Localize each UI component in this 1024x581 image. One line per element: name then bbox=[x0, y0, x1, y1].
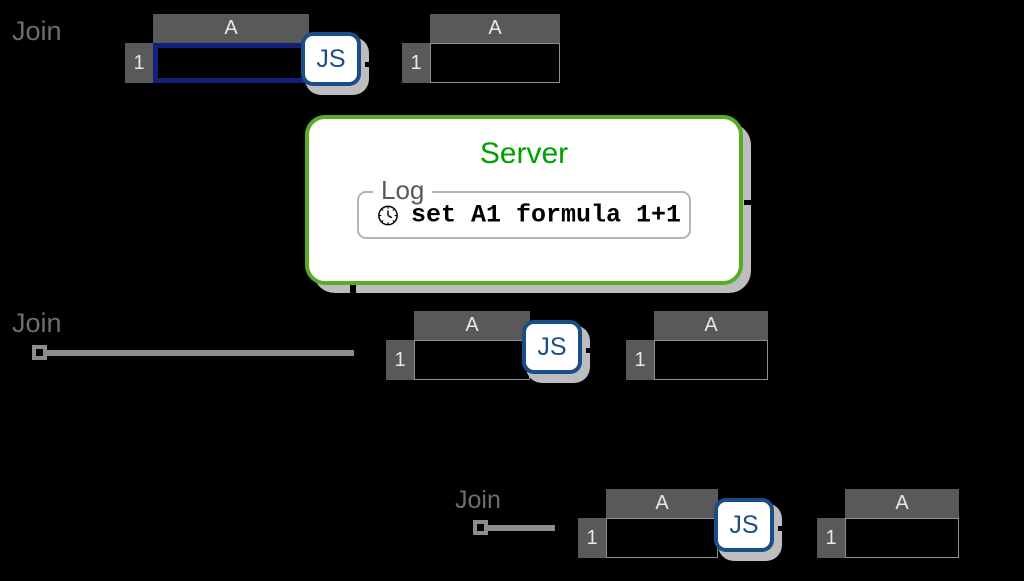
connector-row1-left bbox=[281, 62, 303, 67]
connector-row2-right bbox=[586, 348, 610, 353]
join-label-row3: Join bbox=[455, 486, 501, 514]
row-header-1[interactable]: 1 bbox=[386, 340, 414, 380]
js-badge-label: JS bbox=[729, 510, 759, 539]
column-header-a[interactable]: A bbox=[654, 311, 768, 340]
slider-track[interactable] bbox=[483, 525, 555, 531]
row-header-1[interactable]: 1 bbox=[817, 518, 845, 558]
row-header-1[interactable]: 1 bbox=[626, 340, 654, 380]
cell-a1[interactable] bbox=[845, 518, 959, 558]
cell-a1[interactable] bbox=[430, 43, 560, 83]
js-badge-label: JS bbox=[537, 332, 567, 361]
slider-track[interactable] bbox=[42, 350, 354, 356]
server-connector-bottom bbox=[350, 285, 356, 301]
column-header-a[interactable]: A bbox=[153, 14, 309, 43]
slider-handle[interactable] bbox=[32, 345, 47, 360]
js-runtime-badge-row3[interactable]: JS bbox=[714, 498, 782, 561]
server-connector-right bbox=[744, 200, 766, 205]
row-header-1[interactable]: 1 bbox=[402, 43, 430, 83]
clock-icon bbox=[378, 205, 398, 225]
column-header-a[interactable]: A bbox=[606, 489, 718, 518]
connector-row3-left bbox=[690, 526, 716, 531]
server-log-fieldset: Log set A1 form bbox=[357, 175, 691, 239]
js-badge-label: JS bbox=[316, 44, 346, 73]
connector-row2-left bbox=[502, 348, 524, 353]
cell-a1[interactable] bbox=[654, 340, 768, 380]
join-label-row1: Join bbox=[12, 16, 62, 46]
row-header-1[interactable]: 1 bbox=[578, 518, 606, 558]
server-panel-body: Server Log bbox=[305, 115, 743, 285]
timeline-slider-row2[interactable] bbox=[32, 345, 354, 361]
column-header-a[interactable]: A bbox=[430, 14, 560, 43]
server-panel: Server Log bbox=[305, 115, 751, 293]
log-entry: set A1 formula 1+1 bbox=[377, 201, 681, 230]
server-title: Server bbox=[479, 137, 569, 170]
column-header-a[interactable]: A bbox=[845, 489, 959, 518]
row-header-1[interactable]: 1 bbox=[125, 43, 153, 83]
cell-a1[interactable] bbox=[606, 518, 718, 558]
server-log-legend: Log bbox=[373, 175, 433, 205]
column-header-a[interactable]: A bbox=[414, 311, 530, 340]
js-badge-label-wrap[interactable]: JS bbox=[522, 320, 582, 374]
join-label-row2: Join bbox=[12, 308, 62, 338]
cell-a1[interactable] bbox=[414, 340, 530, 380]
slider-handle[interactable] bbox=[473, 520, 488, 535]
js-runtime-badge-row1[interactable]: JS bbox=[301, 32, 369, 95]
cell-a1[interactable] bbox=[153, 43, 309, 83]
connector-row3-right bbox=[778, 526, 802, 531]
js-badge-label-wrap[interactable]: JS bbox=[714, 498, 774, 552]
timeline-slider-row3[interactable] bbox=[473, 520, 555, 536]
connector-row1-right bbox=[365, 62, 389, 67]
js-badge-label-wrap[interactable]: JS bbox=[301, 32, 361, 86]
js-runtime-badge-row2[interactable]: JS bbox=[522, 320, 590, 383]
log-entry-text: set A1 formula 1+1 bbox=[411, 200, 682, 230]
